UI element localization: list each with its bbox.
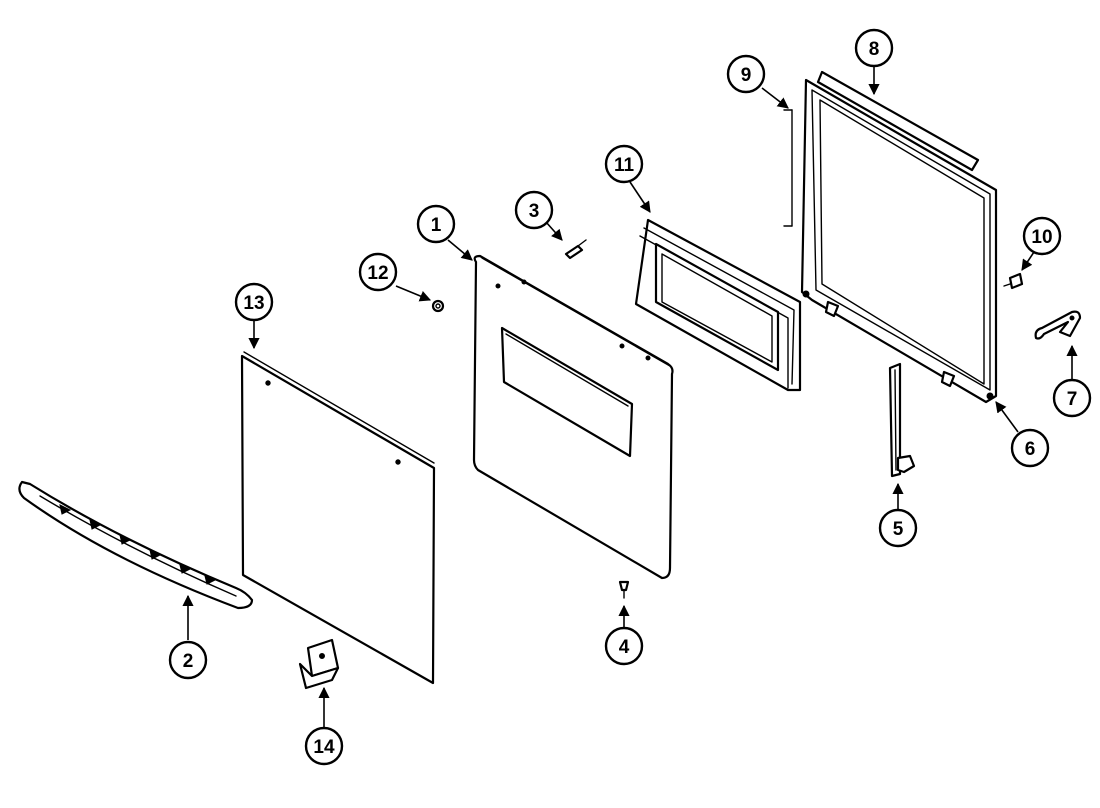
callout-label: 5 xyxy=(893,519,904,540)
part-screw-top xyxy=(564,239,587,260)
callout-label: 1 xyxy=(431,215,442,236)
callout-label: 3 xyxy=(529,201,540,222)
callout-3: 3 xyxy=(514,190,554,230)
callout-4: 4 xyxy=(604,626,644,666)
part-hinge-bracket xyxy=(298,638,340,690)
callout-label: 14 xyxy=(313,737,335,758)
part-inner-door-panel xyxy=(240,351,436,685)
part-screw-bottom xyxy=(618,580,630,599)
part-hinge-channel xyxy=(888,362,916,478)
leader-lines xyxy=(182,66,1078,728)
part-nut xyxy=(431,299,445,313)
part-door-handle xyxy=(18,480,254,610)
callout-label: 8 xyxy=(869,39,880,60)
callout-9: 9 xyxy=(726,54,766,94)
callout-label: 10 xyxy=(1031,227,1052,248)
callout-11: 11 xyxy=(604,144,644,184)
part-door-liner xyxy=(783,70,998,404)
callout-label: 11 xyxy=(614,155,635,176)
part-hinge-clip xyxy=(1034,310,1082,340)
callout-label: 2 xyxy=(183,651,194,672)
callout-label: 6 xyxy=(1025,439,1036,460)
callout-12: 12 xyxy=(358,252,398,292)
callout-7: 7 xyxy=(1052,378,1092,418)
callout-10: 10 xyxy=(1022,216,1062,256)
part-screw-side xyxy=(1003,272,1024,290)
callout-label: 13 xyxy=(243,293,264,314)
callout-13: 13 xyxy=(234,282,274,322)
callout-5: 5 xyxy=(878,508,918,548)
callout-2: 2 xyxy=(168,640,208,680)
part-glass-pack xyxy=(634,218,802,392)
callout-label: 9 xyxy=(741,65,752,86)
callout-label: 4 xyxy=(619,637,630,658)
callout-label: 12 xyxy=(367,263,388,284)
callout-1: 1 xyxy=(416,204,456,244)
callout-6: 6 xyxy=(1010,428,1050,468)
callout-14: 14 xyxy=(304,726,344,766)
callout-8: 8 xyxy=(854,28,894,68)
callout-label: 7 xyxy=(1067,389,1078,410)
part-outer-door-panel xyxy=(472,254,674,580)
